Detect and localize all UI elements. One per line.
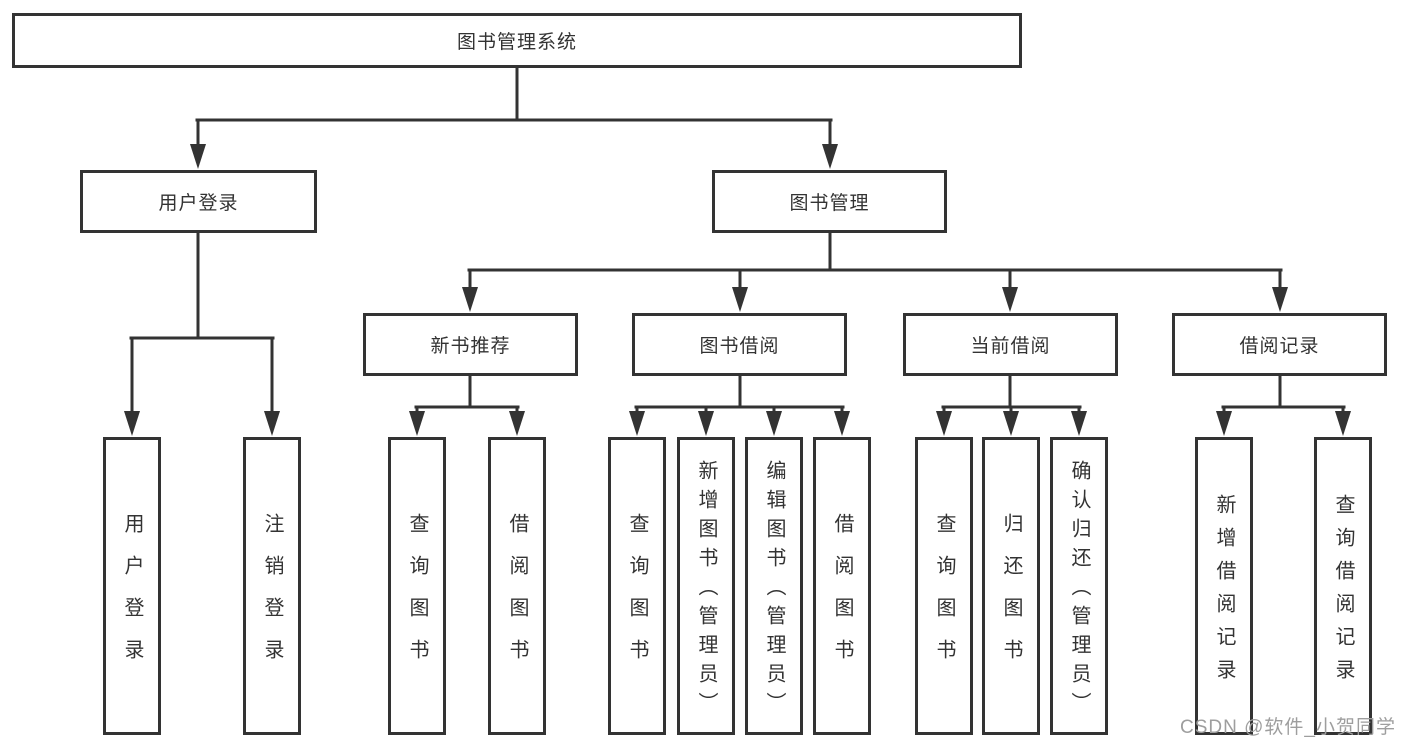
leaf-label: 借阅图书 [506,513,528,681]
leaf-label: 借阅图书 [831,513,853,681]
leaf-label: 注销登录 [261,513,283,681]
node-new-book-recommend: 新书推荐 [363,313,578,376]
leaf-query-borrow-record: 查询借阅记录 [1314,437,1372,735]
leaf-label: 用户登录 [121,513,143,681]
node-label: 新书推荐 [430,336,511,357]
node-root-label: 图书管理系统 [456,32,577,53]
leaf-label: 新增借阅记录 [1213,493,1235,692]
node-label: 当前借阅 [970,336,1051,357]
leaf-label: 查询图书 [406,513,428,681]
node-label: 用户登录 [158,193,239,214]
leaf-query-book: 查询图书 [608,437,666,735]
node-user-login: 用户登录 [80,170,317,233]
node-book-borrow: 图书借阅 [632,313,847,376]
leaf-label: 查询图书 [933,513,955,681]
leaf-borrow-book: 借阅图书 [813,437,871,735]
leaf-query-book: 查询图书 [915,437,973,735]
node-current-borrow: 当前借阅 [903,313,1118,376]
leaf-edit-book-admin: 编辑图书（管理员） [745,437,803,735]
node-label: 图书借阅 [699,336,780,357]
leaf-logout-login: 注销登录 [243,437,301,735]
leaf-add-borrow-record: 新增借阅记录 [1195,437,1253,735]
leaf-label: 查询图书 [626,513,648,681]
leaf-query-book: 查询图书 [388,437,446,735]
node-label: 图书管理 [789,193,870,214]
leaf-confirm-return-admin: 确认归还（管理员） [1050,437,1108,735]
csdn-watermark: CSDN @软件_小贺同学 [1180,717,1396,738]
leaf-add-book-admin: 新增图书（管理员） [677,437,735,735]
node-borrow-records: 借阅记录 [1172,313,1387,376]
leaf-user-login: 用户登录 [103,437,161,735]
node-label: 借阅记录 [1239,336,1320,357]
leaf-return-book: 归还图书 [982,437,1040,735]
leaf-label: 编辑图书（管理员） [763,460,785,721]
leaf-borrow-book: 借阅图书 [488,437,546,735]
leaf-label: 新增图书（管理员） [695,460,717,721]
leaf-label: 归还图书 [1000,513,1022,681]
node-root-system: 图书管理系统 [12,13,1022,68]
leaf-label: 确认归还（管理员） [1068,460,1090,721]
leaf-label: 查询借阅记录 [1332,493,1354,692]
node-book-management: 图书管理 [712,170,947,233]
